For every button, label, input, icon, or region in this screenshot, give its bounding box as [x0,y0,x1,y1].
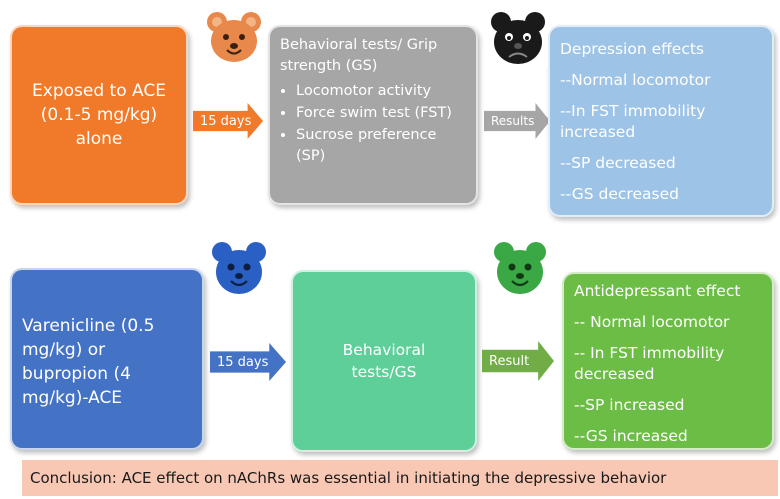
arrow-label: Result [489,353,530,369]
exposed-ace-box: Exposed to ACE (0.1-5 mg/kg) alone [10,25,188,205]
effect-line: -- Normal locomotor [574,313,730,331]
list-item: Sucrose preference (SP) [296,125,470,167]
behavioral-gs-line-1: Behavioral [342,341,426,359]
effect-line: --GS increased [574,427,688,445]
exposed-ace-line-3: alone [75,129,123,149]
arrow-label: 15 days [200,113,252,129]
depression-effects-title: Depression effects [560,40,704,58]
varenicline-text: Varenicline (0.5 mg/kg) or bupropion (4 … [22,316,155,408]
happy-bear-icon [212,242,266,294]
arrow-result: Result [482,341,554,381]
happy-bear-icon [207,12,261,62]
arrow-15-days-row2: 15 days [210,343,286,381]
varenicline-box: Varenicline (0.5 mg/kg) or bupropion (4 … [10,268,204,450]
list-item: Locomotor activity [296,81,470,102]
effect-line: --SP decreased [560,154,676,172]
antidepressant-title: Antidepressant effect [574,282,741,300]
behavioral-tests-gs-box: Behavioral tests/GS [291,270,477,452]
exposed-ace-line-1: Exposed to ACE [32,81,166,101]
arrow-results: Results [484,103,550,139]
effect-line: --SP increased [574,396,685,414]
effect-line: --In FST immobility increased [560,102,706,141]
behavioral-tests-title: Behavioral tests/ Grip strength (GS) [280,37,438,74]
list-item: Force swim test (FST) [296,103,470,124]
antidepressant-effect-box: Antidepressant effect -- Normal locomoto… [562,272,774,450]
effect-line: --GS decreased [560,185,679,203]
behavioral-gs-line-2: tests/GS [351,363,417,381]
depression-effects-box: Depression effects --Normal locomotor --… [548,25,774,217]
arrow-label: 15 days [217,354,269,370]
sad-bear-icon [488,8,548,68]
arrow-label: Results [491,114,535,128]
exposed-ace-line-2: (0.1-5 mg/kg) [40,105,158,125]
behavioral-tests-box: Behavioral tests/ Grip strength (GS) Loc… [268,25,478,205]
effect-line: --Normal locomotor [560,71,711,89]
arrow-15-days-row1: 15 days [193,103,263,139]
behavioral-tests-list: Locomotor activity Force swim test (FST)… [280,81,470,167]
effect-line: -- In FST immobility decreased [574,344,725,383]
conclusion-banner: Conclusion: ACE effect on nAChRs was ess… [22,460,778,496]
happy-bear-icon [494,242,546,294]
conclusion-text: Conclusion: ACE effect on nAChRs was ess… [30,469,667,487]
